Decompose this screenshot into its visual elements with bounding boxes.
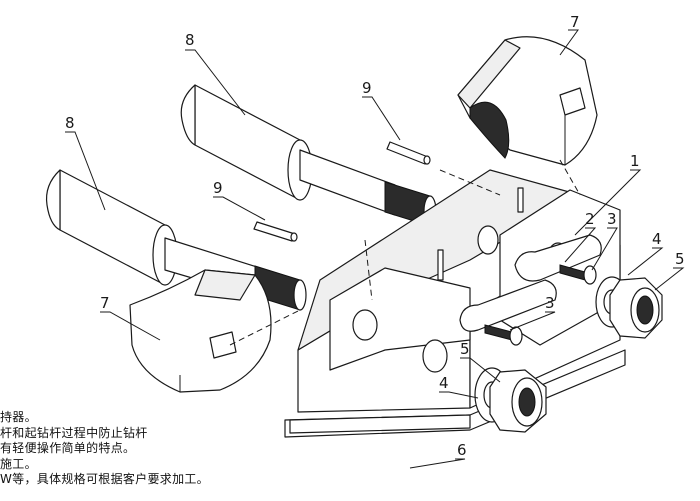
assembly-axes	[229, 159, 581, 346]
label-part-8-upper: 8	[185, 31, 195, 49]
nut-upper	[609, 277, 663, 339]
label-part-7-upper: 7	[570, 13, 580, 31]
label-part-3-lower: 3	[545, 294, 555, 312]
label-part-1: 1	[630, 152, 640, 170]
label-part-5-upper: 5	[675, 250, 685, 268]
description-line-4: 施工。	[0, 456, 37, 471]
label-part-6: 6	[457, 441, 467, 459]
clamp-jaw-lower	[129, 269, 272, 393]
label-part-4-lower: 4	[439, 374, 449, 392]
pin-lower	[253, 221, 298, 242]
label-part-5-lower: 5	[460, 340, 470, 358]
leader-lines	[65, 29, 685, 469]
description-line-1: 持器。	[0, 410, 37, 424]
label-part-8-lower: 8	[65, 114, 75, 132]
cylinder-upper	[180, 84, 437, 227]
pin-upper	[386, 141, 431, 165]
main-base-body	[284, 169, 626, 438]
label-part-4-upper: 4	[652, 230, 662, 248]
description-text: 持器。 杆和起钻杆过程中防止钻杆 有轻便操作简单的特点。 施工。 W等，具体规格…	[0, 410, 340, 488]
nut-lower	[489, 369, 547, 433]
description-line-2: 杆和起钻杆过程中防止钻杆	[0, 425, 148, 440]
label-part-2: 2	[585, 210, 595, 228]
description-line-3: 有轻便操作简单的特点。	[0, 441, 136, 455]
bolt-upper	[559, 264, 597, 285]
description-line-5: W等，具体规格可根据客户要求加工。	[0, 472, 209, 486]
label-part-7-lower: 7	[100, 294, 110, 312]
bolt-lower	[484, 324, 523, 346]
label-part-3-upper: 3	[607, 210, 617, 228]
lever-arms	[459, 234, 602, 332]
label-part-9-upper: 9	[362, 79, 372, 97]
clamp-jaw-upper	[457, 36, 598, 166]
label-part-9-lower: 9	[213, 179, 223, 197]
